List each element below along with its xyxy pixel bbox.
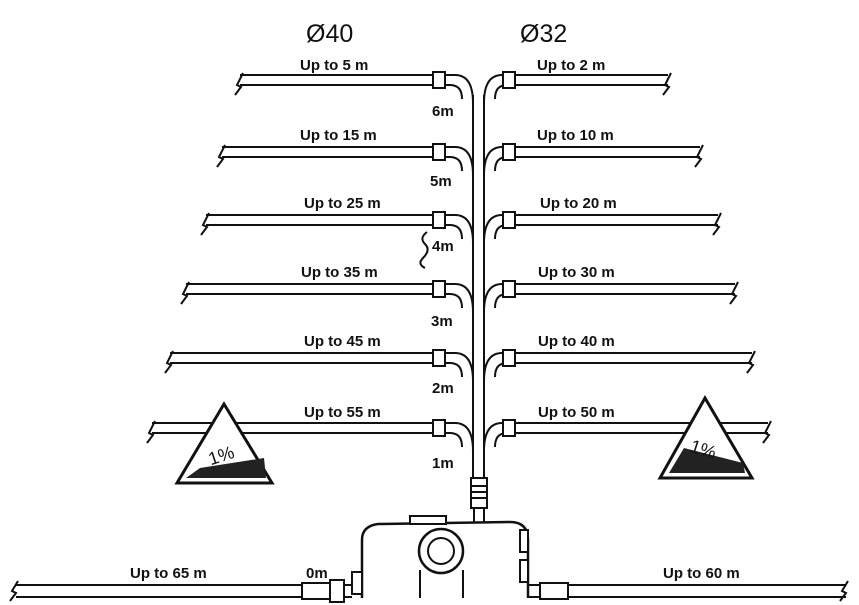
pipe-segment xyxy=(152,422,474,452)
height-label: 5m xyxy=(430,173,452,190)
pipe-segment xyxy=(170,352,474,382)
branch-row-6m: Up to 5 m Up to 2 m 6m xyxy=(300,57,605,120)
pipe-coupling xyxy=(502,211,516,229)
left-branch-label: Up to 15 m xyxy=(300,127,377,144)
pipe-break-mark xyxy=(729,281,739,305)
branch-row-3m: Up to 35 m Up to 30 m 3m xyxy=(301,264,615,330)
right-branch-label: Up to 20 m xyxy=(540,195,617,212)
branch-pipes xyxy=(146,71,772,452)
left-branch-label: Up to 5 m xyxy=(300,57,368,74)
pipe-coupling xyxy=(502,280,516,298)
right-diameter-label: Ø32 xyxy=(520,20,567,48)
branch-pipe-6m xyxy=(234,71,672,104)
right-slope-triangle: 1% xyxy=(657,394,755,480)
branch-pipe-2m xyxy=(164,349,756,382)
left-slope-triangle: 1% xyxy=(174,401,275,485)
pipe-break-mark xyxy=(746,350,756,374)
pipe-segment xyxy=(494,156,700,172)
pipe-coupling xyxy=(432,71,446,89)
pipe-break-mark xyxy=(762,420,772,444)
pipe-coupling xyxy=(432,143,446,161)
ground-right-label: Up to 60 m xyxy=(663,565,740,582)
left-diameter-label: Ø40 xyxy=(306,20,353,48)
pipe-segment xyxy=(483,283,735,313)
branch-row-5m: Up to 15 m Up to 10 m 5m xyxy=(300,127,614,190)
height-label: 6m xyxy=(432,103,454,120)
pipe-segment xyxy=(206,224,463,240)
pipe-coupling xyxy=(432,349,446,367)
pipe-break-mark xyxy=(216,144,226,168)
pipe-segment xyxy=(494,362,752,378)
pipe-segment xyxy=(483,74,668,104)
pipe-segment xyxy=(240,74,474,104)
pipe-break-mark xyxy=(146,420,156,444)
pipe-segment xyxy=(152,432,463,448)
pipe-segment xyxy=(494,293,735,309)
pipe-segment xyxy=(170,362,463,378)
pipe-break-mark xyxy=(694,144,704,168)
pipe-coupling xyxy=(432,419,446,437)
branch-pipe-3m xyxy=(180,280,739,313)
ground-pipe xyxy=(9,579,849,603)
pipe-segment xyxy=(483,146,700,176)
pipe-segment xyxy=(206,214,474,244)
height-label: 2m xyxy=(432,380,454,397)
left-branch-label: Up to 35 m xyxy=(301,264,378,281)
pipe-segment xyxy=(483,214,718,244)
pipe-segment xyxy=(240,84,463,100)
left-branch-label: Up to 45 m xyxy=(304,333,381,350)
height-label: 4m xyxy=(432,238,454,255)
pipe-coupling xyxy=(432,280,446,298)
check-valve xyxy=(470,477,488,527)
branch-pipe-4m xyxy=(200,211,722,244)
pipe-break-mark xyxy=(234,72,244,96)
branch-pipe-5m xyxy=(216,143,704,176)
branch-row-2m: Up to 45 m Up to 40 m 2m xyxy=(304,333,615,397)
squiggle-mark xyxy=(419,231,429,269)
left-branch-label: Up to 55 m xyxy=(304,404,381,421)
right-branch-label: Up to 2 m xyxy=(537,57,605,74)
vertical-riser xyxy=(472,95,485,480)
branch-row-4m: Up to 25 m Up to 20 m 4m xyxy=(304,195,617,255)
pipe-segment xyxy=(222,146,474,176)
pipe-segment xyxy=(494,224,718,240)
pipe-break-mark xyxy=(200,212,210,236)
pipe-segment xyxy=(494,84,668,100)
pipe-coupling xyxy=(502,349,516,367)
left-branch-label: Up to 25 m xyxy=(304,195,381,212)
ground-left-label: Up to 65 m xyxy=(130,565,207,582)
pipe-break-mark xyxy=(712,212,722,236)
pipe-break-mark xyxy=(662,72,672,96)
ground-height-label: 0m xyxy=(306,565,328,582)
pipe-coupling xyxy=(432,211,446,229)
right-branch-label: Up to 30 m xyxy=(538,264,615,281)
pipe-segment xyxy=(186,283,474,313)
pipe-coupling xyxy=(502,143,516,161)
pipe-break-mark xyxy=(164,350,174,374)
pump-unit xyxy=(351,515,530,598)
branch-row-1m: Up to 55 m Up to 50 m 1m xyxy=(304,404,615,472)
pipe-break-mark xyxy=(180,281,190,305)
pipe-coupling xyxy=(502,71,516,89)
pipe-segment xyxy=(483,422,768,452)
branch-pipe-1m xyxy=(146,419,772,452)
right-branch-label: Up to 10 m xyxy=(537,127,614,144)
right-branch-label: Up to 50 m xyxy=(538,404,615,421)
height-label: 1m xyxy=(432,455,454,472)
pipe-segment xyxy=(186,293,463,309)
pipe-coupling xyxy=(502,419,516,437)
right-branch-label: Up to 40 m xyxy=(538,333,615,350)
pipe-segment xyxy=(483,352,752,382)
pipe-segment xyxy=(222,156,463,172)
height-label: 3m xyxy=(431,313,453,330)
